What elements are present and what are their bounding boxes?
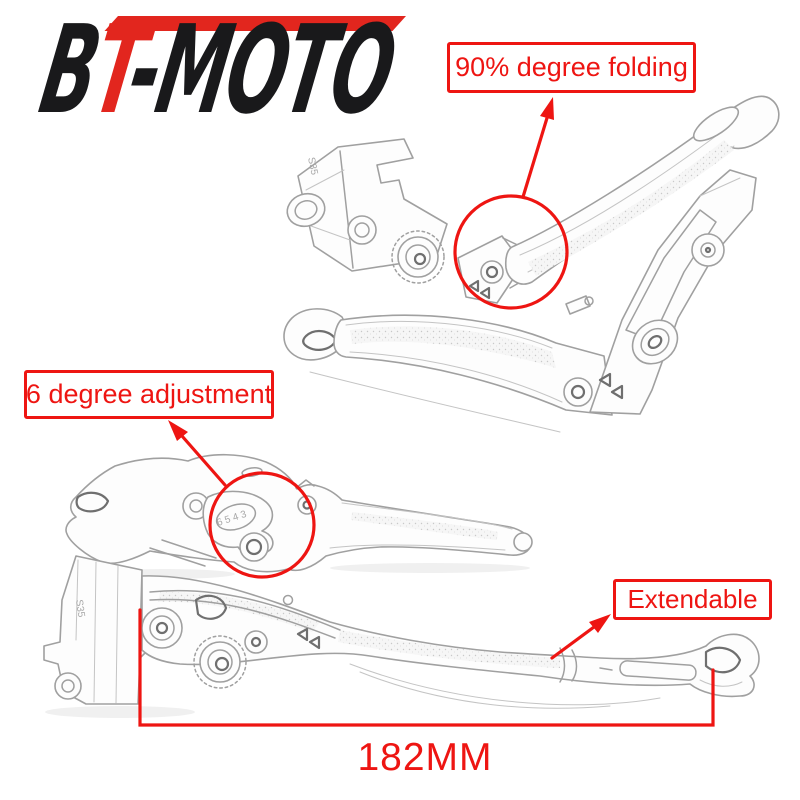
measurement-bracket	[138, 608, 715, 727]
lever-folded-right-art	[283, 169, 757, 433]
folding-label-text: 90% degree folding	[455, 52, 688, 82]
extendable-arrow	[550, 614, 611, 660]
brand-logo: BT-MOTO	[0, 0, 430, 141]
lever-folded-left-art: S35	[286, 95, 780, 304]
clamp-engraving-bottom: S35	[73, 599, 86, 619]
clamp-engraving-top: S35	[305, 156, 320, 176]
callout-folding-label: 90% degree folding	[447, 42, 696, 93]
extendable-label-text: Extendable	[627, 584, 758, 614]
adjustment-arrow	[168, 420, 227, 487]
lever-side-adjuster-art: 6 5 4 3	[65, 453, 533, 579]
lever-side-extendable-art: S35	[43, 555, 760, 718]
adjustment-highlight-circle	[208, 471, 316, 579]
adjustment-label-text: 6 degree adjustment	[25, 379, 273, 409]
logo-wordmark: BT-MOTO	[31, 0, 404, 141]
logo-letters-moto: -MOTO	[119, 0, 405, 141]
length-measurement-label: 182MM	[357, 736, 493, 779]
callout-adjustment-label: 6 degree adjustment	[24, 370, 274, 419]
folding-highlight-circle	[453, 194, 569, 310]
folding-arrow	[521, 97, 554, 199]
callout-extendable-label: Extendable	[613, 579, 772, 620]
